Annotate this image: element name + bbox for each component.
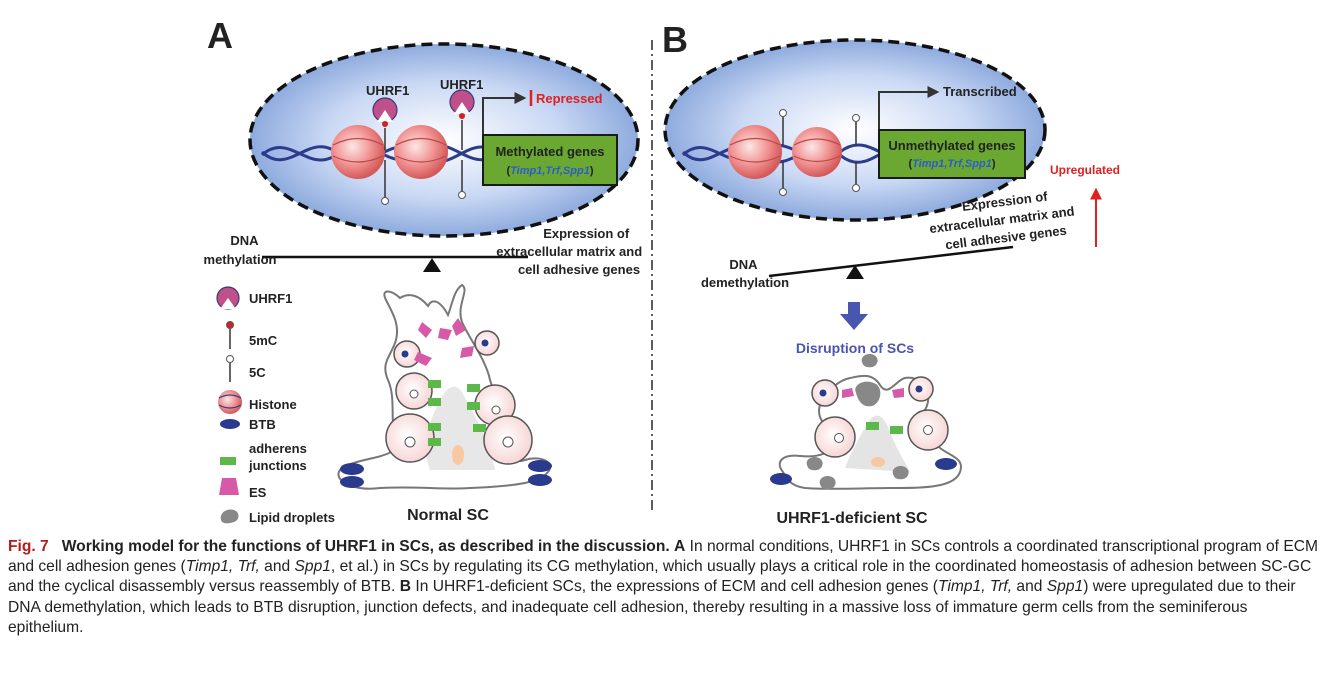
caption-fig-number: Fig. 7 — [8, 538, 49, 555]
5c-marker-a1 — [381, 160, 389, 205]
5c-marker-b-down2 — [852, 162, 860, 192]
panel-a: A UHRF1 UHRF1 — [204, 15, 646, 524]
legend-lipid-icon — [220, 509, 239, 524]
legend-histone-label: Histone — [249, 397, 297, 412]
balance-left-b: DNA demethylation — [701, 257, 789, 290]
methylated-genes-title: Methylated genes — [495, 144, 604, 159]
balance-beam-b — [768, 245, 1014, 278]
caption-b-spp1: Spp1 — [1046, 578, 1084, 596]
caption-a-text-1: In normal conditions, UHRF1 in SCs contr… — [8, 538, 1318, 576]
normal-sc-label: Normal SC — [407, 507, 489, 524]
methylated-genes-box — [482, 134, 618, 186]
deficient-sc-label: UHRF1-deficient SC — [776, 510, 928, 527]
upregulated-label: Upregulated — [1050, 163, 1120, 177]
balance-fulcrum-a — [423, 258, 441, 272]
caption-b-label: B — [399, 578, 412, 596]
5c-marker-a2 — [458, 160, 466, 199]
legend-es-label: ES — [249, 485, 267, 500]
caption-b-text-1: In UHRF1-deficient SCs, the expressions … — [415, 578, 939, 596]
uhrf1-label-a2: UHRF1 — [440, 77, 483, 92]
caption-a-genes: Timp1, Trf, — [185, 558, 260, 576]
caption-b-text-2: ) were upregulated due to their DNA deme… — [8, 578, 1296, 636]
caption-a-label: A — [674, 538, 686, 555]
legend-histone-icon — [218, 390, 242, 414]
panel-a-letter: A — [207, 15, 233, 56]
balance-right-a: Expression of extracellular matrix and c… — [496, 226, 646, 277]
unmethylated-genes-box — [878, 129, 1026, 179]
histone-b2 — [792, 127, 842, 177]
legend-es-icon — [219, 478, 239, 495]
repressed-label: Repressed — [536, 91, 603, 106]
histone-b1 — [728, 125, 782, 179]
balance-fulcrum-b — [846, 265, 864, 279]
legend-adherens-label: adherens junctions — [248, 441, 310, 473]
legend: UHRF1 5mC 5C Histone BTB adherens juncti… — [216, 286, 335, 525]
legend-lipid-label: Lipid droplets — [249, 510, 335, 525]
uhrf1-marker-a2 — [449, 89, 475, 150]
disruption-arrow — [840, 302, 868, 330]
caption-title: Working model for the functions of UHRF1… — [61, 538, 670, 555]
uhrf1-label-a1: UHRF1 — [366, 83, 409, 98]
legend-uhrf1-label: UHRF1 — [249, 291, 292, 306]
figure-caption: Fig. 7 Working model for the functions o… — [8, 537, 1320, 638]
caption-a-text-2: , et al.) in SCs by regulating its CG me… — [8, 558, 1312, 596]
normal-sc-cell — [337, 283, 552, 490]
caption-a-and: and — [259, 558, 295, 576]
panel-b-letter: B — [662, 19, 688, 60]
balance-left-a: DNA methylation — [204, 233, 277, 267]
legend-btb-label: BTB — [249, 417, 276, 432]
unmethylated-genes-list: (Timp1,Trf,Spp1) — [908, 158, 995, 170]
caption-b-and: and — [1012, 578, 1047, 596]
legend-5c-label: 5C — [249, 365, 266, 380]
repressed-arrow — [482, 92, 527, 138]
legend-5mc-label: 5mC — [249, 333, 278, 348]
histone-a1 — [331, 125, 385, 179]
5c-marker-b-down1 — [779, 162, 787, 196]
legend-5c-icon — [226, 355, 234, 382]
5c-marker-b-up2 — [852, 114, 860, 145]
deficient-sc-cell — [770, 353, 962, 490]
transcribed-arrow — [878, 86, 940, 132]
transcribed-label: Transcribed — [943, 84, 1017, 99]
disruption-label: Disruption of SCs — [796, 340, 914, 356]
panel-b: B Transcribed — [662, 19, 1120, 527]
unmethylated-genes-title: Unmethylated genes — [888, 138, 1015, 153]
uhrf1-marker-a1 — [372, 97, 398, 150]
legend-5mc-icon — [226, 321, 234, 349]
legend-btb-icon — [220, 419, 240, 429]
5c-marker-b-up1 — [779, 109, 787, 145]
methylated-genes-list: (Timp1,Trf,Spp1) — [506, 165, 593, 177]
legend-uhrf1-icon — [216, 286, 240, 310]
caption-b-genes: Timp1, Trf, — [938, 578, 1013, 596]
figure-diagram: A UHRF1 UHRF1 — [204, 15, 1120, 527]
caption-a-spp1: Spp1 — [294, 558, 331, 576]
histone-a2 — [394, 125, 448, 179]
legend-adherens-icon — [220, 457, 236, 465]
